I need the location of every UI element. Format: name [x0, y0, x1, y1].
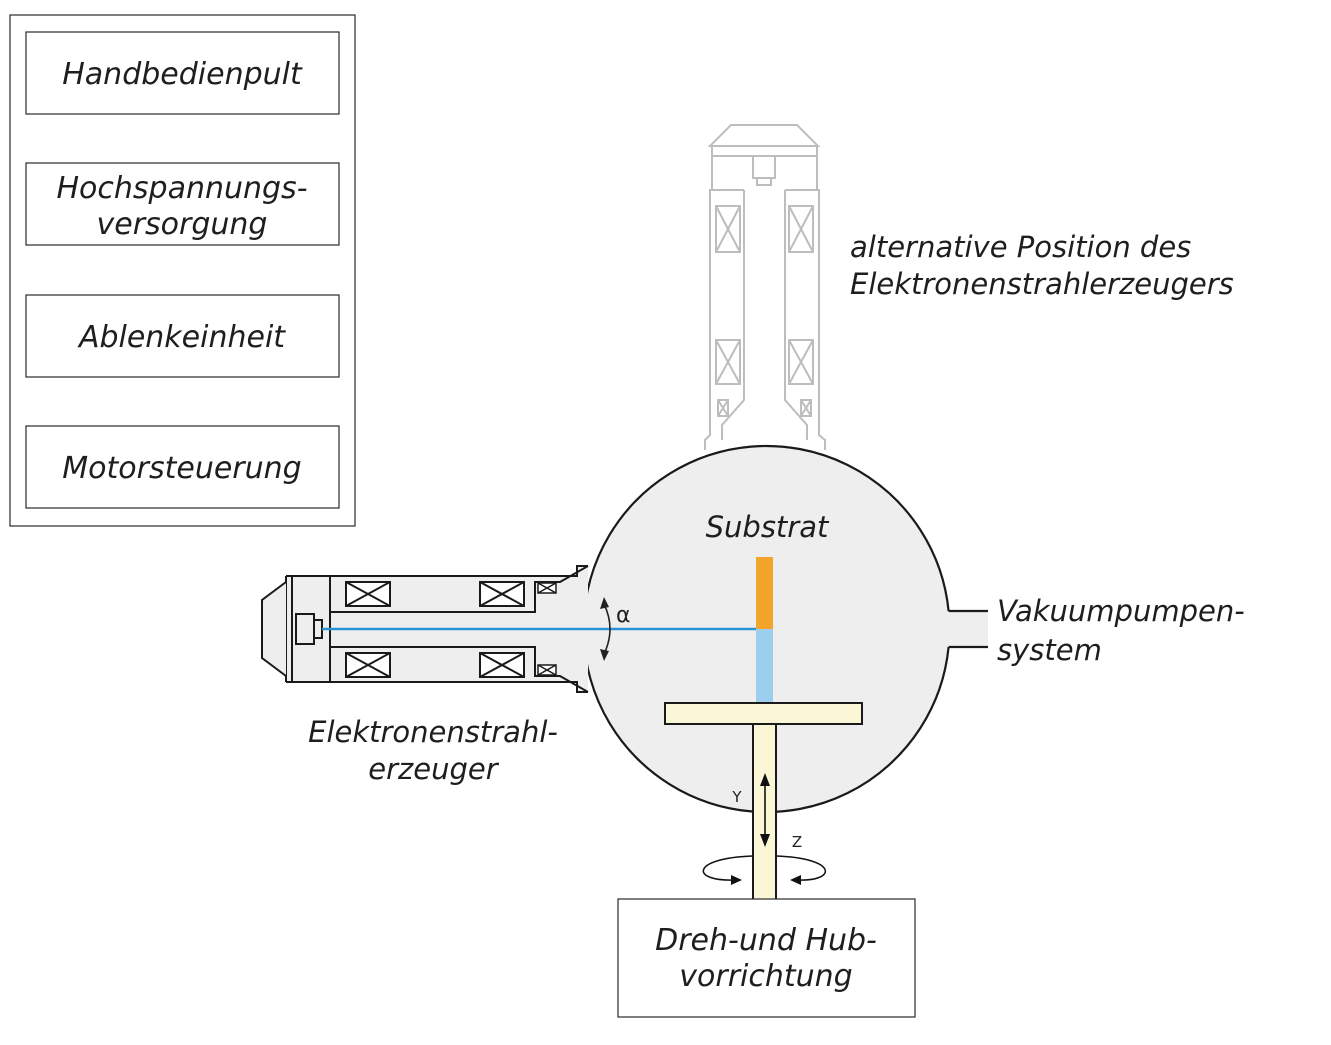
panel-hochspannung-line2: versorgung: [97, 207, 268, 242]
panel-motorsteuerung: Motorsteuerung: [25, 425, 340, 509]
alt-position-line1: alternative Position des: [850, 230, 1191, 264]
panel-motorsteuerung-label: Motorsteuerung: [62, 451, 301, 486]
gun-label-line1: Elektronenstrahl-: [308, 715, 558, 749]
substrate-bottom: [756, 629, 773, 703]
drive-box: [617, 898, 916, 1018]
z-axis-label: Z: [792, 833, 802, 851]
alpha-arrow: [600, 597, 611, 661]
y-axis-label: Y: [731, 788, 742, 806]
alpha-label: α: [616, 603, 631, 628]
control-cabinet: Handbedienpult Hochspannungs- versorgung…: [9, 14, 356, 527]
panel-handbedienpult-label: Handbedienpult: [62, 57, 303, 92]
vacuum-label-line2: system: [997, 633, 1102, 667]
substrate-label: Substrat: [706, 510, 830, 544]
panel-ablenkeinheit-label: Ablenkeinheit: [77, 320, 286, 355]
vacuum-label-line1: Vakuumpumpen-: [997, 594, 1245, 628]
rotation-arrow: [702, 855, 826, 885]
panel-handbedienpult: Handbedienpult: [25, 31, 340, 115]
drive-label-line2: vorrichtung: [679, 959, 852, 994]
y-axis-arrow: [760, 773, 770, 847]
panel-hochspannungsversorgung: Hochspannungs- versorgung: [25, 162, 340, 246]
alternative-gun-ghost: [704, 124, 826, 450]
panel-hochspannung-line1: Hochspannungs-: [56, 171, 307, 206]
substrate-top: [756, 557, 773, 629]
substrate-table: [664, 702, 863, 725]
drive-label-line1: Dreh-und Hub-: [655, 923, 877, 958]
alt-position-line2: Elektronenstrahlerzeugers: [850, 267, 1234, 301]
gun-label-line2: erzeuger: [368, 752, 499, 786]
panel-ablenkeinheit: Ablenkeinheit: [25, 294, 340, 378]
